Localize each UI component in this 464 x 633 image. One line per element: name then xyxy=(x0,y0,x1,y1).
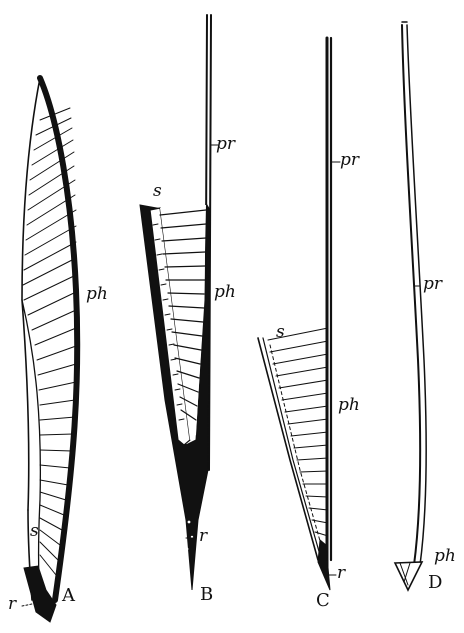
panel-a-label-ph: ph xyxy=(86,286,108,303)
panel-d-drawing xyxy=(395,22,426,590)
panel-c-drawing xyxy=(258,38,331,590)
panel-b-label-pr: pr xyxy=(216,136,235,153)
panel-d-label-pr: pr xyxy=(423,276,442,293)
panel-c-rays xyxy=(268,328,328,536)
panel-b-caption: B xyxy=(200,586,213,604)
panel-a-caption: A xyxy=(62,587,75,605)
label-leaders xyxy=(22,145,420,606)
panel-c-caption: C xyxy=(316,592,330,610)
panel-c-label-r: r xyxy=(337,565,345,582)
panel-d-caption: D xyxy=(428,574,442,592)
panel-b-label-ph: ph xyxy=(214,284,236,301)
panel-b-drawing xyxy=(140,15,211,590)
panel-b-label-s: s xyxy=(153,183,162,200)
panel-a-label-r: r xyxy=(8,596,16,613)
panel-c-label-ph: ph xyxy=(338,397,360,414)
panel-a-label-s: s xyxy=(30,523,39,540)
panel-c-label-pr: pr xyxy=(340,152,359,169)
panel-b-label-r: r xyxy=(199,528,207,545)
panel-c-label-s: s xyxy=(276,324,285,341)
panel-d-label-ph: ph xyxy=(434,548,456,565)
